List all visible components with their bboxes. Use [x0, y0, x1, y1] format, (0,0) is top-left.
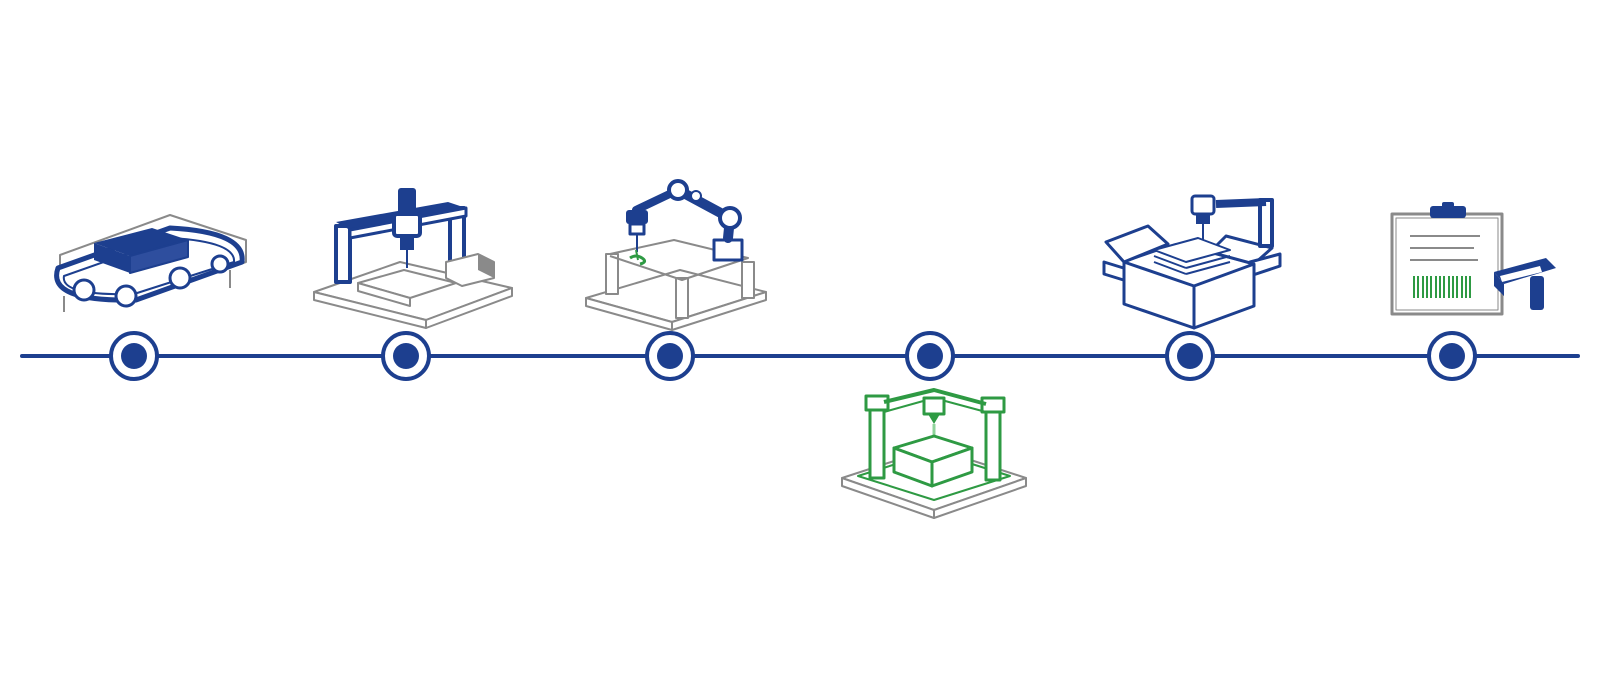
conveyor-belt-icon [54, 214, 247, 312]
packaging-robot-box-icon [1102, 194, 1282, 330]
timeline-node [109, 331, 159, 381]
robotic-arm-welding-icon [585, 179, 767, 331]
barcode [1413, 276, 1471, 298]
timeline-node [1165, 331, 1215, 381]
clipboard-barcode-scanner-icon [1390, 202, 1556, 316]
timeline-node [645, 331, 695, 381]
cnc-milling-machine-icon [313, 188, 513, 329]
3d-printer-icon [841, 388, 1027, 519]
timeline-node [905, 331, 955, 381]
timeline-node [381, 331, 431, 381]
timeline-node [1427, 331, 1477, 381]
